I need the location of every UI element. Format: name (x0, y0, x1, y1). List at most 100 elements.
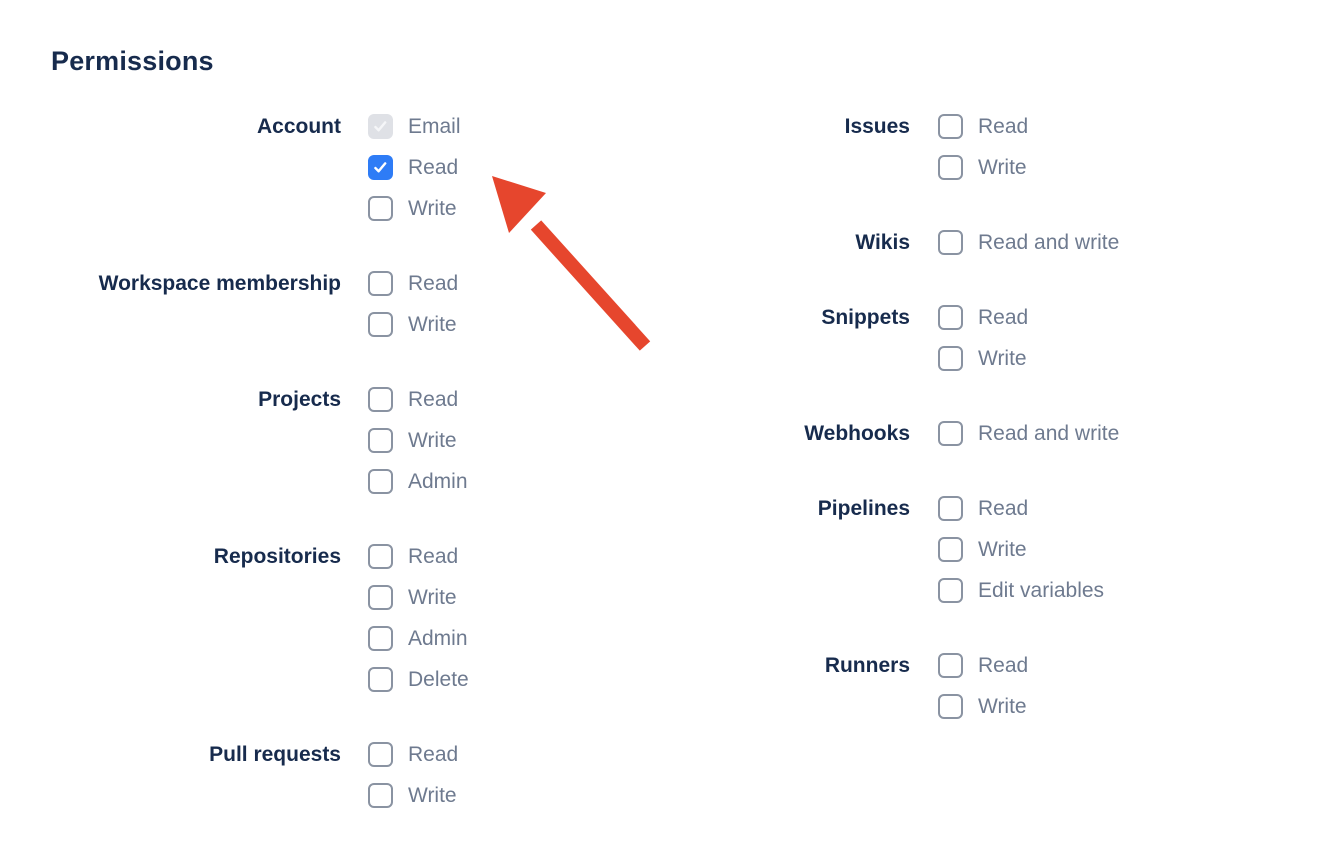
checkbox-label: Write (408, 783, 457, 807)
checkbox-label: Write (408, 428, 457, 452)
checkbox-label: Read (408, 544, 459, 568)
checkbox[interactable] (368, 742, 393, 767)
permission-group-label: Webhooks (804, 422, 910, 445)
checkbox[interactable] (938, 305, 963, 330)
checkbox-label: Admin (408, 626, 468, 650)
permission-option[interactable]: Write (368, 304, 458, 345)
permission-option[interactable]: Edit variables (938, 570, 1104, 611)
checkbox-label: Edit variables (978, 578, 1105, 602)
checkbox[interactable] (938, 537, 963, 562)
permission-option[interactable]: Read and write (938, 222, 1119, 263)
permission-option[interactable]: Read (368, 536, 469, 577)
checkbox[interactable] (938, 230, 963, 255)
checkbox-label: Write (978, 537, 1027, 561)
checkbox-label: Read (408, 387, 459, 411)
permission-options: Read and write (938, 222, 1119, 263)
permission-option[interactable]: Read (938, 297, 1028, 338)
permission-group-label: Account (257, 115, 341, 138)
permission-group-label: Runners (824, 654, 910, 677)
checkbox-label: Read and write (978, 230, 1120, 254)
permission-option[interactable]: Write (368, 420, 468, 461)
checkbox[interactable] (368, 585, 393, 610)
checkbox[interactable] (368, 196, 393, 221)
permission-option[interactable]: Write (938, 529, 1104, 570)
permission-option[interactable]: Admin (368, 461, 468, 502)
checkbox[interactable] (368, 469, 393, 494)
checkbox[interactable] (938, 155, 963, 180)
permission-option[interactable]: Read and write (938, 413, 1119, 454)
checkbox[interactable] (368, 428, 393, 453)
checkbox-label: Write (978, 346, 1027, 370)
permission-option[interactable]: Admin (368, 618, 469, 659)
checkbox[interactable] (368, 667, 393, 692)
checkbox-label: Write (978, 694, 1027, 718)
permission-option[interactable]: Delete (368, 659, 469, 700)
permission-group-label: Pull requests (209, 743, 341, 766)
checkbox-label: Read (978, 305, 1029, 329)
permission-option[interactable]: Write (938, 686, 1028, 727)
permission-option[interactable]: Write (938, 338, 1028, 379)
checkbox-label: Write (408, 585, 457, 609)
checkbox-label: Email (408, 114, 461, 138)
checkbox-label: Admin (408, 469, 468, 493)
checkbox[interactable] (368, 312, 393, 337)
permission-group-label: Repositories (213, 545, 341, 568)
checkbox-label: Write (978, 155, 1027, 179)
checkbox-label: Read (408, 271, 459, 295)
permission-options: Read and write (938, 413, 1119, 454)
checkbox-label: Read (978, 496, 1029, 520)
checkbox[interactable] (368, 544, 393, 569)
permission-group-label: Issues (844, 115, 910, 138)
checkbox-label: Read (408, 742, 459, 766)
permission-group-label: Wikis (855, 231, 910, 254)
checkbox[interactable] (938, 496, 963, 521)
checkbox[interactable] (938, 346, 963, 371)
checkbox[interactable] (938, 114, 963, 139)
permission-option[interactable]: Write (368, 775, 458, 816)
checkbox[interactable] (938, 421, 963, 446)
permission-option[interactable]: Read (368, 263, 458, 304)
permission-option[interactable]: Read (938, 106, 1028, 147)
permission-option[interactable]: Read (368, 379, 468, 420)
permission-option[interactable]: Read (368, 147, 461, 188)
permission-option[interactable]: Read (938, 488, 1104, 529)
checkbox[interactable] (368, 271, 393, 296)
checkbox[interactable] (368, 626, 393, 651)
permission-option[interactable]: Email (368, 106, 461, 147)
checkbox[interactable] (368, 387, 393, 412)
checkbox[interactable] (938, 694, 963, 719)
permission-option[interactable]: Write (938, 147, 1028, 188)
checkbox[interactable] (368, 783, 393, 808)
page-title: Permissions (51, 46, 214, 76)
checkbox-label: Read (978, 114, 1029, 138)
permission-option[interactable]: Write (368, 577, 469, 618)
checkbox[interactable] (938, 578, 963, 603)
checkbox-label: Read (408, 155, 459, 179)
permission-option[interactable]: Read (368, 734, 458, 775)
permission-group-label: Pipelines (817, 497, 910, 520)
checkbox-label: Write (408, 312, 457, 336)
checkbox[interactable] (938, 653, 963, 678)
permission-group: Wikis Read and write (700, 222, 1119, 263)
permission-option[interactable]: Write (368, 188, 461, 229)
permission-option[interactable]: Read (938, 645, 1028, 686)
permission-group-label: Projects (258, 388, 341, 411)
checkbox[interactable] (368, 155, 393, 180)
